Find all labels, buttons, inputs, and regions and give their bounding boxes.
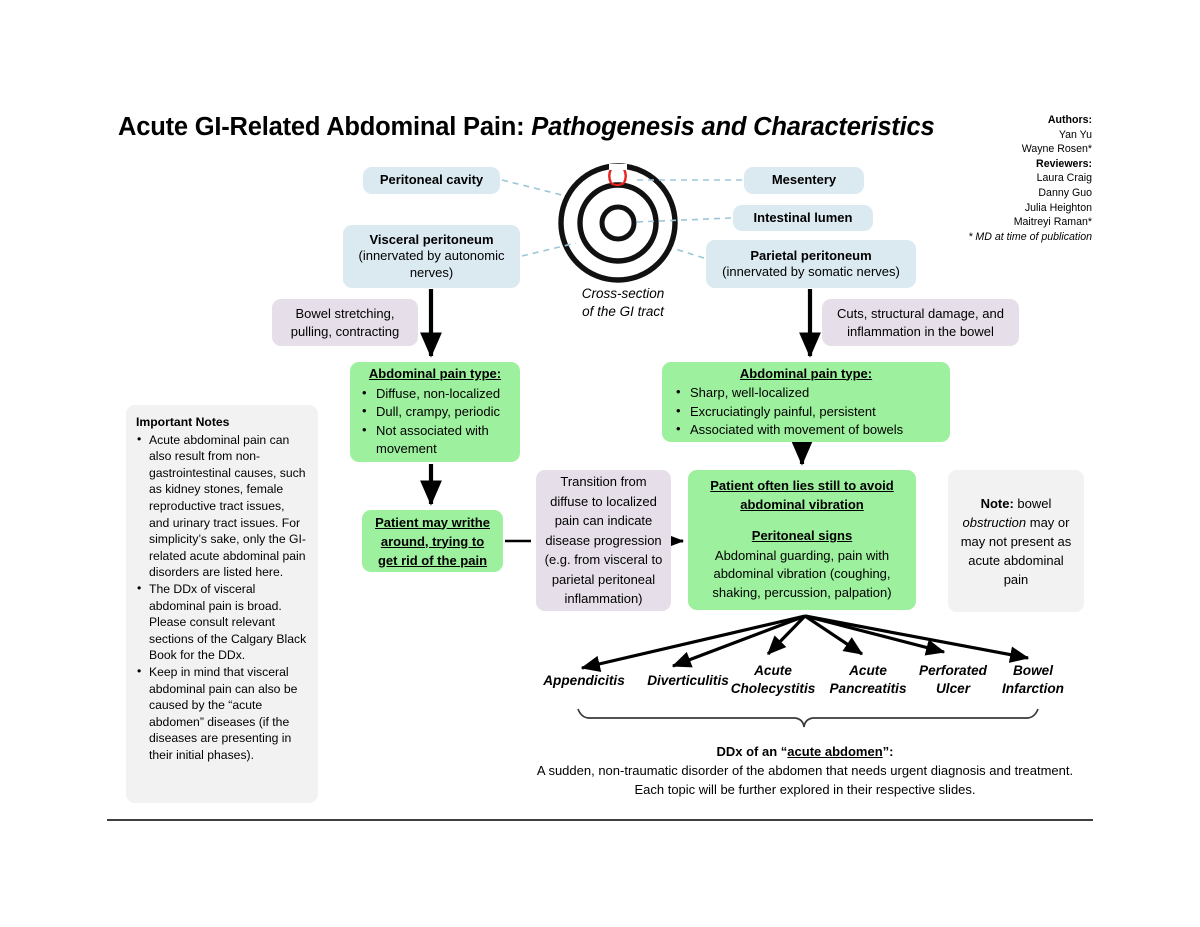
important-notes-panel: Important Notes Acute abdominal pain can…: [126, 405, 318, 803]
parietal-pain-type-header: Abdominal pain type:: [739, 365, 873, 381]
label-parietal-peritoneum: Parietal peritoneum (innervated by somat…: [706, 240, 916, 288]
title-subtitle: Pathogenesis and Characteristics: [531, 113, 935, 141]
list-item: Associated with movement of bowels: [674, 420, 938, 440]
anatomy-leader-lines: [501, 179, 742, 259]
diagnosis-label: Appendicitis: [543, 673, 625, 688]
differential-brace: [577, 708, 1039, 728]
visceral-pain-type-box: Abdominal pain type: Diffuse, non-locali…: [350, 362, 520, 462]
label-peritoneal-cavity: Peritoneal cavity: [363, 167, 500, 194]
authors-footnote: * MD at time of publication: [968, 230, 1092, 243]
ddx-heading-term: acute abdomen: [787, 744, 883, 759]
visceral-pain-type-list: Diffuse, non-localized Dull, crampy, per…: [360, 384, 510, 459]
diagnosis-label: Acute Pancreatitis: [829, 663, 907, 696]
note-word-bowel: bowel: [1013, 495, 1052, 511]
reviewer-2: Danny Guo: [1038, 186, 1092, 199]
ddx-heading-prefix: DDx of an “: [716, 744, 788, 759]
author-2: Wayne Rosen*: [1021, 143, 1092, 156]
stimulus-visceral-text: Bowel stretching, pulling, contracting: [290, 306, 400, 339]
important-notes-title: Important Notes: [136, 415, 230, 429]
ddx-caption-heading: DDx of an “acute abdomen”:: [530, 742, 1080, 761]
ddx-caption: DDx of an “acute abdomen”: A sudden, non…: [530, 742, 1080, 799]
ddx-caption-body: A sudden, non-traumatic disorder of the …: [536, 763, 1074, 797]
stimulus-visceral-box: Bowel stretching, pulling, contracting: [272, 299, 418, 346]
authors-label: Authors:: [1047, 114, 1092, 126]
label-mesentery-text: Mesentery: [771, 172, 837, 188]
pain-transition-box: Transition from diffuse to localized pai…: [536, 470, 671, 611]
important-notes-list: Acute abdominal pain can also result fro…: [136, 431, 308, 764]
bowel-obstruction-note-box: Note: bowel obstruction may or may not p…: [948, 470, 1084, 612]
parietal-pain-type-list: Sharp, well-localized Excruciatingly pai…: [674, 383, 938, 440]
list-item: Dull, crampy, periodic: [360, 402, 510, 422]
patient-writhes-box: Patient may writhe around, trying to get…: [362, 510, 503, 572]
diagnosis-label: Perforated Ulcer: [919, 663, 987, 696]
peritoneal-signs-box: Patient often lies still to avoid abdomi…: [688, 470, 916, 610]
gi-cross-section-illustration: [558, 163, 678, 283]
title-main: Acute GI-Related Abdominal Pain:: [118, 113, 525, 141]
list-item: Not associated with movement: [360, 421, 510, 459]
page-title: Acute GI-Related Abdominal Pain: Pathoge…: [118, 113, 935, 142]
list-item: The DDx of visceral abdominal pain is br…: [136, 580, 308, 664]
ddx-heading-suffix: ”:: [882, 744, 894, 759]
stimulus-parietal-box: Cuts, structural damage, and inflammatio…: [822, 299, 1019, 346]
label-visceral-peritoneum-title: Visceral peritoneum: [369, 231, 494, 247]
diagnosis-label: Bowel Infarction: [1002, 663, 1064, 696]
authors-block: Authors: Yan Yu Wayne Rosen* Reviewers: …: [902, 113, 1092, 244]
cross-section-caption: Cross-section of the GI tract: [548, 285, 698, 321]
label-intestinal-lumen-text: Intestinal lumen: [753, 209, 853, 225]
note-prefix: Note:: [980, 495, 1014, 511]
peritoneal-signs-lead: Patient often lies still to avoid abdomi…: [710, 478, 894, 512]
differential-fan-arrows: [580, 614, 1030, 673]
author-1: Yan Yu: [1058, 128, 1092, 141]
peritoneal-signs-header: Peritoneal signs: [751, 528, 853, 543]
label-intestinal-lumen: Intestinal lumen: [733, 205, 873, 231]
patient-writhes-text: Patient may writhe around, trying to get…: [375, 514, 490, 568]
diagnosis-label: Diverticulitis: [647, 673, 729, 688]
reviewer-4: Maitreyi Raman*: [1013, 216, 1092, 229]
pain-transition-text: Transition from diffuse to localized pai…: [544, 474, 663, 607]
label-visceral-peritoneum-sub: (innervated by autonomic nerves): [358, 248, 505, 280]
reviewer-3: Julia Heighton: [1024, 201, 1092, 214]
reviewers-label: Reviewers:: [1036, 157, 1092, 170]
flow-arrows: [420, 289, 821, 548]
list-item: Diffuse, non-localized: [360, 384, 510, 404]
label-peritoneal-cavity-text: Peritoneal cavity: [379, 172, 484, 188]
reviewer-1: Laura Craig: [1036, 172, 1092, 185]
diagnosis-label: Acute Cholecystitis: [730, 663, 816, 696]
peritoneal-signs-body: Abdominal guarding, pain with abdominal …: [712, 547, 892, 600]
note-rest: may or may not present as acute abdomina…: [960, 514, 1072, 587]
parietal-pain-type-box: Abdominal pain type: Sharp, well-localiz…: [662, 362, 950, 442]
cross-section-caption-line1: Cross-section: [581, 286, 665, 301]
visceral-pain-type-header: Abdominal pain type:: [368, 366, 502, 382]
stimulus-parietal-text: Cuts, structural damage, and inflammatio…: [837, 306, 1004, 339]
cross-section-caption-line2: of the GI tract: [582, 304, 664, 319]
label-parietal-peritoneum-title: Parietal peritoneum: [750, 247, 872, 263]
list-item: Excruciatingly painful, persistent: [674, 402, 938, 422]
label-parietal-peritoneum-sub: (innervated by somatic nerves): [722, 264, 900, 279]
list-item: Keep in mind that visceral abdominal pai…: [136, 663, 308, 764]
list-item: Sharp, well-localized: [674, 383, 938, 403]
label-visceral-peritoneum: Visceral peritoneum (innervated by auton…: [343, 225, 520, 288]
label-mesentery: Mesentery: [744, 167, 864, 194]
list-item: Acute abdominal pain can also result fro…: [136, 431, 308, 581]
note-italic-word: obstruction: [962, 514, 1027, 530]
